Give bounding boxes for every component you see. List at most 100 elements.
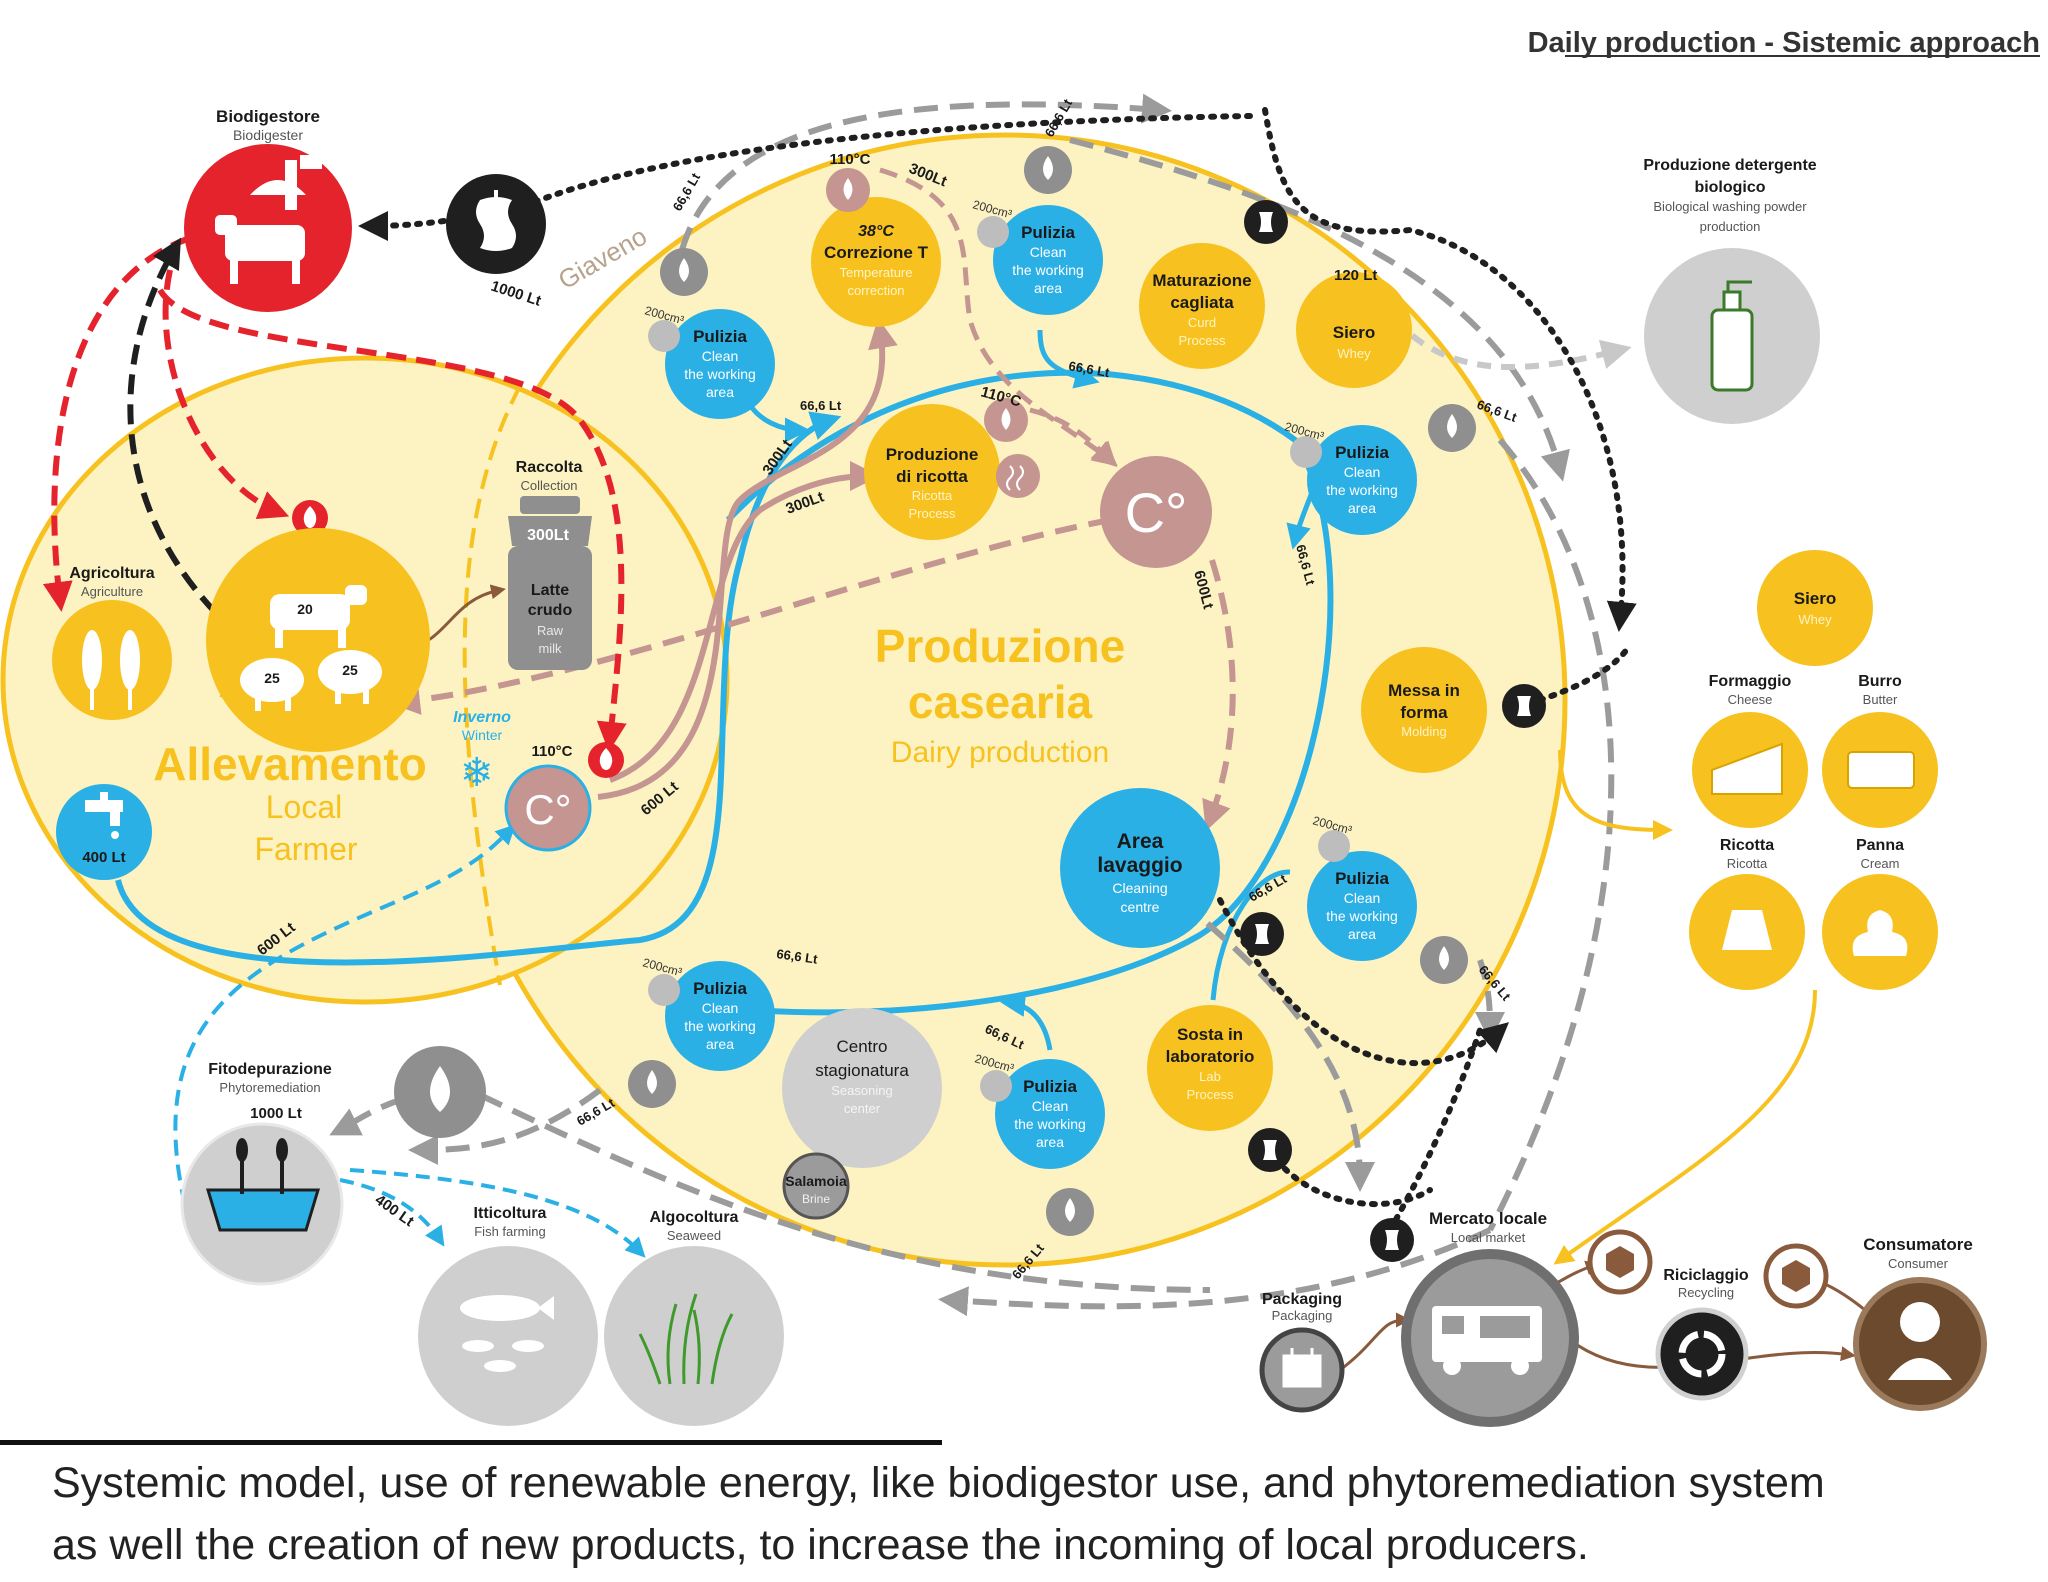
whey-node: [1296, 272, 1412, 388]
lab-title-2: laboratorio: [1166, 1047, 1255, 1066]
sheep2-count: 25: [342, 662, 358, 678]
graywater-drop-phyto: [329, 1097, 401, 1136]
tap-icon: [85, 792, 123, 839]
wash-area-node: [1060, 788, 1220, 948]
cows-count: 20: [297, 601, 313, 617]
lab-title-1: Sosta in: [1177, 1025, 1243, 1044]
svg-text:the working: the working: [684, 366, 756, 382]
ricotta-node: [864, 404, 1000, 540]
heat-flow-main: [597, 318, 898, 800]
cleaning-node-3: Pulizia Clean the working area 200cm³: [1283, 419, 1417, 535]
drop-glyph-pink-2: [1001, 408, 1011, 430]
drop-glyph-pink-1: [843, 178, 853, 200]
whey-title: Siero: [1333, 323, 1376, 342]
person-icon: [1888, 1302, 1952, 1380]
svg-text:Clean: Clean: [1344, 464, 1381, 480]
svg-text:area: area: [1348, 500, 1376, 516]
graywater-to-phyto: [408, 1087, 602, 1165]
biogas-to-heater: [157, 288, 627, 752]
heat-flow-600: [1202, 559, 1236, 832]
apple-core-glyph-1: [1259, 212, 1273, 232]
ricotta-title-1: Produzione: [886, 445, 979, 464]
cheese-icon: [1711, 742, 1783, 795]
biogas-to-agriculture: [42, 235, 191, 612]
product-ricotta-title: Ricotta: [1720, 837, 1774, 854]
svg-text:Pulizia: Pulizia: [1335, 869, 1389, 888]
lab-sub-2: Process: [1187, 1087, 1234, 1102]
wash-area-title-1: Area: [1117, 830, 1164, 853]
cream-icon: [1852, 910, 1908, 956]
temp-correction-sub1: Temperature: [840, 265, 913, 280]
collection-volume: 300Lt: [527, 527, 569, 544]
product-cream-title: Panna: [1856, 837, 1904, 854]
svg-text:Pulizia: Pulizia: [693, 327, 747, 346]
svg-text:the working: the working: [684, 1018, 756, 1034]
livestock-icon: [240, 585, 382, 711]
cleaning-node-6: Pulizia Clean the working area 200cm³: [973, 1051, 1105, 1169]
molding-node: [1361, 647, 1487, 773]
graywater-lab: [1178, 897, 1375, 1192]
heat-wave-glyph: [1006, 465, 1024, 491]
seasoning-title-1: Centro: [836, 1037, 887, 1056]
ricotta-sub-2: Process: [909, 506, 956, 521]
heat-wave-icon: [996, 454, 1040, 498]
bottle-icon: [1710, 280, 1754, 392]
svg-text:Clean: Clean: [1344, 890, 1381, 906]
agriculture-node: [52, 600, 172, 720]
seasoning-node: [782, 1008, 942, 1168]
temp-correction-temp: 38°C: [858, 223, 894, 240]
butter-icon: [1847, 751, 1915, 789]
phyto-volume: 1000 Lt: [250, 1105, 302, 1122]
consumer-subtitle: Consumer: [1888, 1256, 1949, 1271]
wash-area-title-2: lavaggio: [1097, 854, 1182, 877]
box-glyph-1: [1606, 1246, 1634, 1278]
biodigester-title: Biodigestore: [216, 107, 320, 126]
graywater-outer-top: [679, 93, 1172, 251]
svg-text:Clean: Clean: [702, 1000, 739, 1016]
diagram-canvas: Daily production - Sistemic approach: [0, 27, 2040, 1427]
box-glyph-2: [1782, 1260, 1810, 1292]
recycling-node: [1655, 1307, 1749, 1401]
organic-waste-molding: [1537, 642, 1633, 703]
molding-title-1: Messa in: [1388, 681, 1460, 700]
main-heater-node: [1100, 456, 1212, 568]
raw-milk-en-1: Raw: [537, 623, 564, 638]
lab-node: [1147, 1005, 1273, 1131]
cleaning-flow-bottom: [1000, 992, 1053, 1051]
apple-core-glyph-4: [1263, 1140, 1277, 1160]
svg-text:Pulizia: Pulizia: [1335, 443, 1389, 462]
apple-core-icon: [476, 190, 516, 251]
raw-milk-en-2: milk: [538, 641, 562, 656]
recycling-title: Riciclaggio: [1663, 1267, 1749, 1284]
caption: Systemic model, use of renewable energy,…: [52, 1452, 2012, 1576]
main-heater-symbol: C°: [1125, 481, 1188, 544]
flow-label-4: 66,6 Lt: [1067, 358, 1111, 380]
agriculture-subtitle: Agriculture: [81, 584, 143, 599]
farm-dashed-boundary: [462, 385, 522, 986]
product-whey-subtitle: Whey: [1798, 612, 1832, 627]
svg-text:Clean: Clean: [1032, 1098, 1069, 1114]
flow-label-2: 66,6 Lt: [1042, 96, 1076, 140]
svg-text:Clean: Clean: [702, 348, 739, 364]
recycle-icon: [1678, 1330, 1726, 1378]
graywater-bottom: [938, 1227, 1492, 1317]
product-cheese-subtitle: Cheese: [1728, 692, 1773, 707]
phyto-to-heater: [173, 824, 516, 1206]
farm-heater-symbol: C°: [524, 786, 571, 833]
dairy-subtitle: Dairy production: [891, 736, 1109, 769]
phyto-title: Fitodepurazione: [208, 1061, 332, 1078]
detergent-sub-1: Biological washing powder: [1653, 199, 1807, 214]
wheat-icon: [82, 630, 140, 710]
heat-flow-top: [879, 167, 1118, 467]
svg-text:Pulizia: Pulizia: [1021, 223, 1075, 242]
fish-subtitle: Fish farming: [474, 1224, 546, 1239]
phyto-subtitle: Phytoremediation: [219, 1080, 320, 1095]
milk-can-icon: [508, 496, 592, 670]
organic-waste-right: [1262, 107, 1637, 632]
curd-title-2: cagliata: [1170, 293, 1234, 312]
brine-node: [782, 1152, 850, 1220]
caption-line-2: as well the creation of new products, to…: [52, 1521, 1589, 1569]
heat-flow-ricotta-in: [1029, 407, 1118, 468]
consumer-title: Consumatore: [1863, 1235, 1973, 1254]
market-title: Mercato locale: [1429, 1209, 1547, 1228]
